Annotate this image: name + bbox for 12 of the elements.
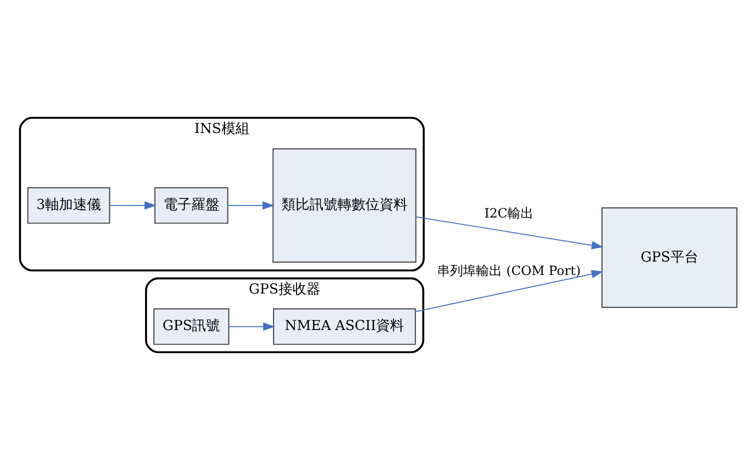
edge-label: I2C輸出: [484, 206, 534, 222]
node-box: 電子羅盤: [154, 187, 228, 224]
arrow: [415, 270, 604, 312]
arrow: [228, 322, 275, 331]
edge-label: 串列埠輸出 (COM Port): [437, 264, 581, 279]
arrow: [228, 201, 274, 210]
node-box: 3軸加速儀: [27, 187, 110, 224]
node-box: NMEA ASCII資料: [273, 308, 416, 345]
node-box: 類比訊號轉數位資料: [272, 148, 416, 263]
node-box: GPS訊號: [153, 308, 230, 345]
node-box: GPS平台: [601, 207, 738, 308]
arrow: [109, 201, 156, 210]
